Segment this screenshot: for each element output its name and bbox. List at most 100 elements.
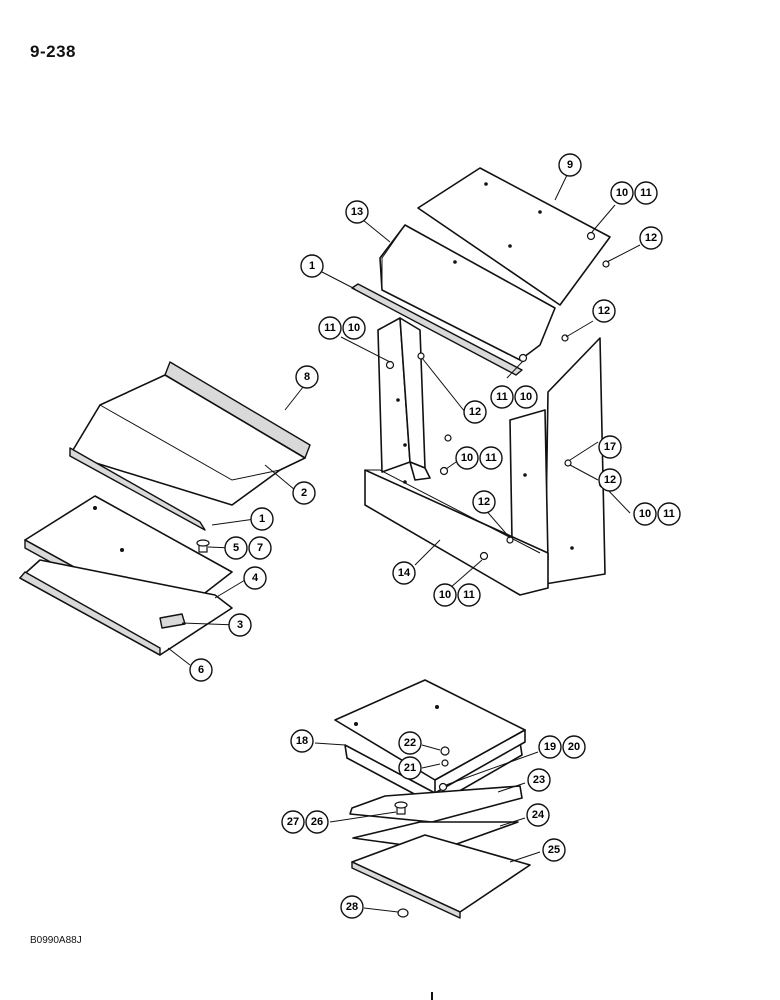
svg-text:11: 11 <box>463 589 475 601</box>
svg-text:9: 9 <box>567 159 573 171</box>
svg-text:10: 10 <box>639 508 651 520</box>
part-5-screw <box>196 539 210 553</box>
svg-text:27: 27 <box>287 816 299 828</box>
callout-9: 9 <box>558 153 582 177</box>
callout-10: 10 <box>342 316 366 340</box>
callout-21: 21 <box>398 756 422 780</box>
part-9-top-plate <box>417 167 611 306</box>
svg-text:12: 12 <box>645 232 657 244</box>
callout-28: 28 <box>340 895 364 919</box>
svg-text:1: 1 <box>259 513 265 525</box>
part-22-21-fastener <box>438 746 450 792</box>
callout-7: 7 <box>248 536 272 560</box>
callout-3: 3 <box>228 613 252 637</box>
svg-text:14: 14 <box>398 567 411 579</box>
callout-27: 27 <box>281 810 305 834</box>
svg-text:5: 5 <box>233 542 239 554</box>
svg-text:23: 23 <box>533 774 545 786</box>
svg-text:12: 12 <box>604 474 616 486</box>
callout-11: 11 <box>490 385 514 409</box>
svg-text:10: 10 <box>461 452 473 464</box>
svg-text:25: 25 <box>548 844 560 856</box>
svg-text:19: 19 <box>544 741 556 753</box>
svg-text:20: 20 <box>568 741 580 753</box>
svg-text:10: 10 <box>348 322 360 334</box>
part-6-lower-panel <box>19 559 233 656</box>
svg-text:11: 11 <box>324 322 336 334</box>
svg-text:22: 22 <box>404 737 416 749</box>
part-26-screw <box>394 801 408 815</box>
svg-text:24: 24 <box>532 809 545 821</box>
callout-19: 19 <box>538 735 562 759</box>
callout-13: 13 <box>345 200 369 224</box>
callout-12: 12 <box>472 490 496 514</box>
callout-12: 12 <box>598 468 622 492</box>
callout-25: 25 <box>542 838 566 862</box>
part-28-grommet <box>397 908 409 918</box>
svg-text:2: 2 <box>301 487 307 499</box>
svg-text:28: 28 <box>346 901 358 913</box>
callout-10: 10 <box>433 583 457 607</box>
callout-4: 4 <box>243 566 267 590</box>
svg-text:8: 8 <box>304 371 310 383</box>
svg-text:11: 11 <box>663 508 675 520</box>
right-assembly-bolts <box>385 231 610 561</box>
callout-12: 12 <box>592 299 616 323</box>
callout-23: 23 <box>527 768 551 792</box>
page-number: 9-238 <box>30 42 76 61</box>
svg-text:12: 12 <box>598 305 610 317</box>
svg-text:6: 6 <box>198 664 204 676</box>
svg-text:10: 10 <box>616 187 628 199</box>
callout-26: 26 <box>305 810 329 834</box>
reference-code: B0990A88J <box>30 935 82 946</box>
callout-24: 24 <box>526 803 550 827</box>
callout-18: 18 <box>290 729 314 753</box>
callout-10: 10 <box>455 446 479 470</box>
callout-11: 11 <box>479 446 503 470</box>
svg-text:7: 7 <box>257 542 263 554</box>
callout-1: 1 <box>300 254 324 278</box>
callout-5: 5 <box>224 536 248 560</box>
callout-11: 11 <box>318 316 342 340</box>
part-25-bottom-pad <box>351 834 531 919</box>
callout-11: 11 <box>634 181 658 205</box>
svg-text:18: 18 <box>296 735 308 747</box>
svg-text:12: 12 <box>469 406 481 418</box>
svg-text:4: 4 <box>252 572 259 584</box>
svg-text:11: 11 <box>485 452 497 464</box>
callout-2: 2 <box>292 481 316 505</box>
part-14-base-rail <box>364 469 549 596</box>
part-23-bracket <box>349 785 523 823</box>
callout-14: 14 <box>392 561 416 585</box>
callout-6: 6 <box>189 658 213 682</box>
svg-text:10: 10 <box>520 391 532 403</box>
callout-10: 10 <box>610 181 634 205</box>
callout-22: 22 <box>398 731 422 755</box>
callout-12: 12 <box>463 400 487 424</box>
callout-1: 1 <box>250 507 274 531</box>
callout-10: 10 <box>633 502 657 526</box>
svg-text:11: 11 <box>496 391 508 403</box>
svg-text:11: 11 <box>640 187 652 199</box>
callout-20: 20 <box>562 735 586 759</box>
callout-10: 10 <box>514 385 538 409</box>
svg-text:12: 12 <box>478 496 490 508</box>
callout-11: 11 <box>657 502 681 526</box>
callout-8: 8 <box>295 365 319 389</box>
callout-17: 17 <box>598 435 622 459</box>
leader-lines <box>167 172 641 913</box>
part-17-right-side-panel <box>509 337 606 585</box>
svg-text:13: 13 <box>351 206 363 218</box>
part-13-upper-cushion <box>379 224 556 361</box>
callout-11: 11 <box>457 583 481 607</box>
part-1-strip-right <box>351 283 523 376</box>
svg-text:17: 17 <box>604 441 616 453</box>
part-left-side-support <box>377 317 431 481</box>
part-8-upper-cover <box>69 361 311 531</box>
svg-text:1: 1 <box>309 260 315 272</box>
svg-text:21: 21 <box>404 762 416 774</box>
svg-text:26: 26 <box>311 816 323 828</box>
callout-12: 12 <box>639 226 663 250</box>
part-18-base-frame <box>334 679 526 806</box>
